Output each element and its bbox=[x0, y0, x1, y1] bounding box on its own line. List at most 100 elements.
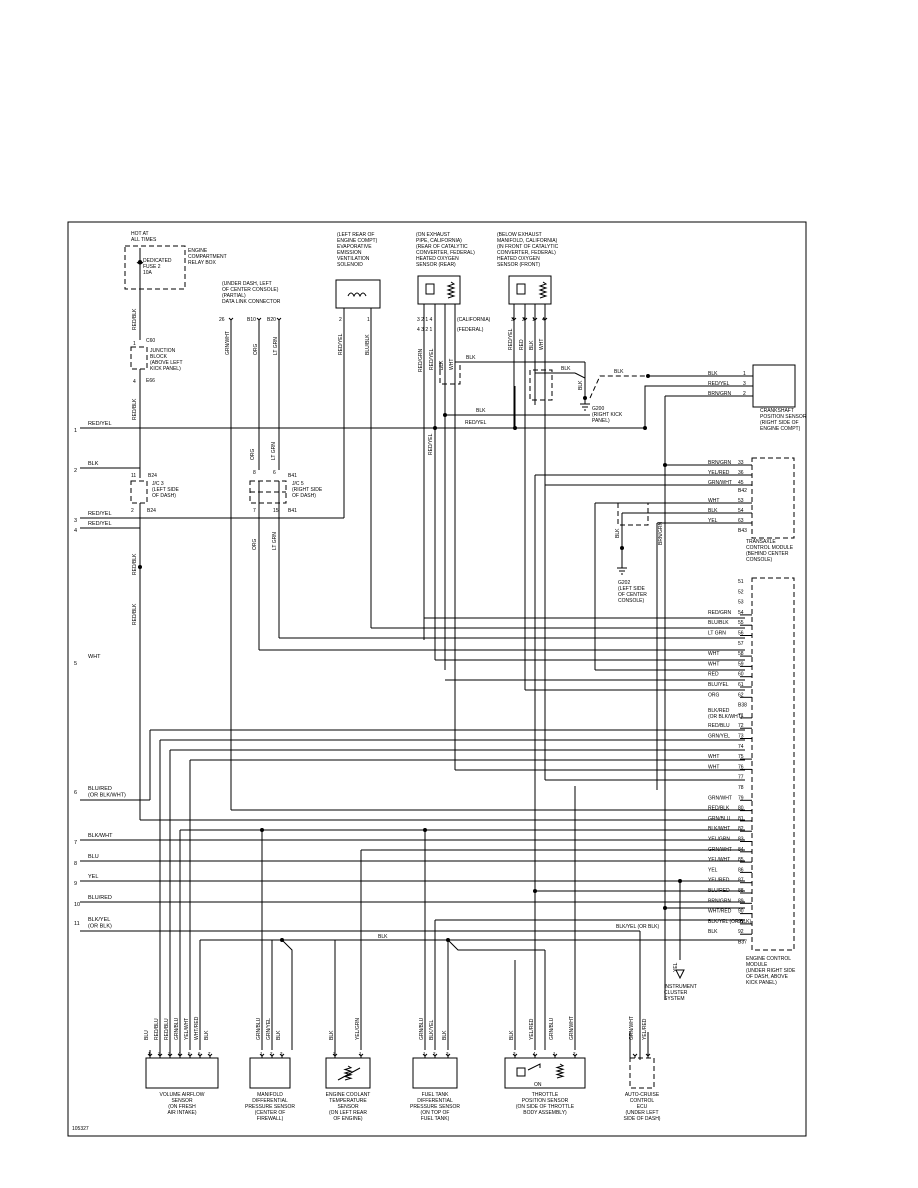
wire-label-red-yel: RED/YEL bbox=[465, 420, 487, 426]
ecm-wire-label: RED/GRN bbox=[708, 610, 731, 616]
ecm-pin-label: 92 bbox=[738, 929, 744, 935]
ecm-pin-label: 58 bbox=[738, 651, 744, 657]
splice-dot bbox=[643, 426, 647, 430]
ecm-pin-label: B38 bbox=[738, 703, 747, 709]
pin-label: 1 bbox=[148, 1051, 151, 1056]
wire-label: BLK bbox=[276, 1030, 282, 1040]
wire-label: GRN/BLU bbox=[174, 1017, 180, 1040]
wire-label: BRN/GRN bbox=[658, 522, 664, 545]
sensor-element bbox=[425, 283, 435, 295]
wire-label: RED/YEL bbox=[708, 381, 730, 387]
engine-relay-box bbox=[124, 245, 186, 290]
wire-label-org: ORG bbox=[250, 449, 256, 461]
ecm-pin-label: 82 bbox=[738, 826, 744, 832]
tcm-pin-label: 54 bbox=[738, 508, 744, 514]
pin-label: 4 bbox=[533, 1051, 536, 1056]
ecm-pin-label: 53 bbox=[738, 600, 744, 606]
wire-label: YEL/RED bbox=[642, 1018, 648, 1040]
wire-label-lt-grn: LT GRN bbox=[271, 442, 277, 460]
ecm-pin-label: 91 bbox=[738, 919, 744, 925]
wire-label: BLK bbox=[329, 1030, 335, 1040]
wire-label: RED/BLU bbox=[164, 1018, 170, 1040]
ecm-wire-label: ORG bbox=[708, 692, 720, 698]
ecm-pin-label: 52 bbox=[738, 589, 744, 595]
wire-label: RED/BLU bbox=[154, 1018, 160, 1040]
thermistor-arrow bbox=[337, 1067, 361, 1081]
wire-label: BLK bbox=[442, 1030, 448, 1040]
connector-b24-bottom: B24 bbox=[147, 508, 156, 514]
tps-on-label: ON bbox=[534, 1082, 542, 1088]
line-number-1: 1 bbox=[74, 428, 77, 434]
dlc-pin-label: B20 bbox=[267, 317, 276, 323]
ecm-pin-label: 86 bbox=[738, 867, 744, 873]
ecm-pin-label: 85 bbox=[738, 857, 744, 863]
wire-label: BLU/BLK bbox=[365, 334, 371, 355]
ecm-wire-label: BRN/GRN bbox=[708, 898, 731, 904]
ecm-pin-label: 76 bbox=[738, 764, 744, 770]
line-number-5: 5 bbox=[74, 661, 77, 667]
connector-b24: B24 bbox=[148, 473, 157, 479]
pin-label: 1 bbox=[133, 341, 136, 347]
line-number-3: 3 bbox=[74, 518, 77, 524]
component-maf bbox=[145, 1057, 219, 1089]
pin-label: 1 bbox=[553, 1051, 556, 1056]
ecm-wire-label: YEL/WHT bbox=[708, 857, 730, 863]
wire-label-blk: BLK bbox=[476, 408, 486, 414]
sensor-element bbox=[516, 283, 526, 295]
line-label-9: YEL bbox=[88, 874, 98, 880]
ecm-wire-label: WHT bbox=[708, 764, 719, 770]
pin-label: 5 bbox=[188, 1051, 191, 1056]
ecm-pin-label: 79 bbox=[738, 795, 744, 801]
line-number-8: 8 bbox=[74, 861, 77, 867]
ecm-pin-label: 55 bbox=[738, 620, 744, 626]
tcm-wire-label: YEL bbox=[708, 518, 718, 524]
ecm-pin-label: 54 bbox=[738, 610, 744, 616]
connector-b41: B41 bbox=[288, 473, 297, 479]
ecm-wire-label: BLK/RED(OR BLK/WHT) bbox=[708, 708, 743, 720]
pin-label: 1 bbox=[532, 317, 535, 323]
heater-resistor bbox=[538, 281, 548, 299]
wire-label-red-blk: RED/BLK bbox=[132, 398, 138, 420]
wire-label: BLK bbox=[509, 1030, 515, 1040]
heater-resistor bbox=[446, 281, 456, 299]
ecm-wire-label: BLU/BLK bbox=[708, 620, 729, 626]
ecm-wire-label: GRN/YEL bbox=[708, 734, 730, 740]
wire-label: BLU bbox=[144, 1030, 150, 1040]
pin-label: 3 bbox=[446, 1051, 449, 1056]
wire-label: YEL bbox=[673, 962, 679, 972]
pin-label: 2 bbox=[158, 1051, 161, 1056]
line-number-2: 2 bbox=[74, 468, 77, 474]
evap-solenoid bbox=[335, 279, 381, 309]
ecm-pin-label: 60 bbox=[738, 672, 744, 678]
pin-label: 1 bbox=[743, 371, 746, 377]
wire-label: BLK bbox=[708, 371, 718, 377]
ecm-pin-label: 57 bbox=[738, 641, 744, 647]
pin-label: 6 bbox=[198, 1051, 201, 1056]
tcm-wire-label: WHT bbox=[708, 498, 719, 504]
california-note: (CALIFORNIA) bbox=[457, 317, 491, 323]
component-ftp bbox=[412, 1057, 458, 1089]
pin-label: 2 bbox=[522, 317, 525, 323]
pin-label: 7 bbox=[208, 1051, 211, 1056]
line-label-8: BLU bbox=[88, 854, 99, 860]
pin-label: 3 bbox=[280, 1051, 283, 1056]
wire-label: YEL/RED bbox=[529, 1018, 535, 1040]
tcm-pin-label: 45 bbox=[738, 480, 744, 486]
pin-label: 4 bbox=[178, 1051, 181, 1056]
tcm-pin-label: 63 bbox=[738, 518, 744, 524]
connector-e66: E66 bbox=[146, 378, 155, 384]
wire-label-blk: BLK bbox=[466, 355, 476, 361]
line-label-11: BLK/YEL(OR BLK) bbox=[88, 917, 112, 930]
wire-label: GRN/BLU bbox=[549, 1017, 555, 1040]
ecm-wire-label: WHT bbox=[708, 661, 719, 667]
tcm-pin-label: 53 bbox=[738, 498, 744, 504]
